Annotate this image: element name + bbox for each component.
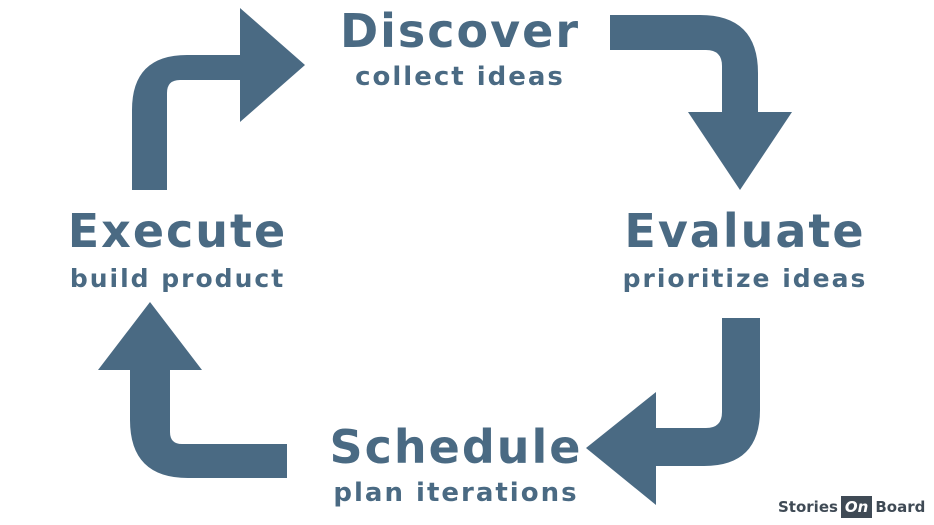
- logo-text-stories: Stories: [778, 498, 838, 516]
- stage-discover-title: Discover: [339, 4, 581, 58]
- stage-schedule-title: Schedule: [329, 420, 583, 474]
- stage-evaluate-subtitle: prioritize ideas: [622, 264, 868, 293]
- storiesonboard-logo: Stories On Board: [778, 492, 928, 522]
- stage-evaluate-title: Evaluate: [624, 204, 866, 258]
- arrow-schedule-to-execute: [98, 302, 287, 478]
- logo-text-board: Board: [875, 498, 926, 516]
- stage-execute-subtitle: build product: [69, 264, 286, 293]
- stage-evaluate: Evaluate prioritize ideas: [600, 208, 890, 291]
- stage-discover: Discover collect ideas: [305, 8, 615, 90]
- stage-execute: Execute build product: [40, 208, 315, 291]
- stage-discover-subtitle: collect ideas: [355, 62, 565, 92]
- stage-schedule-subtitle: plan iterations: [333, 478, 579, 508]
- stage-schedule: Schedule plan iterations: [296, 424, 616, 506]
- arrow-discover-to-evaluate: [610, 15, 792, 190]
- stage-execute-title: Execute: [67, 204, 288, 258]
- logo-text-on: On: [840, 496, 873, 518]
- arrow-execute-to-discover: [132, 8, 305, 190]
- arrow-evaluate-to-schedule: [586, 318, 760, 505]
